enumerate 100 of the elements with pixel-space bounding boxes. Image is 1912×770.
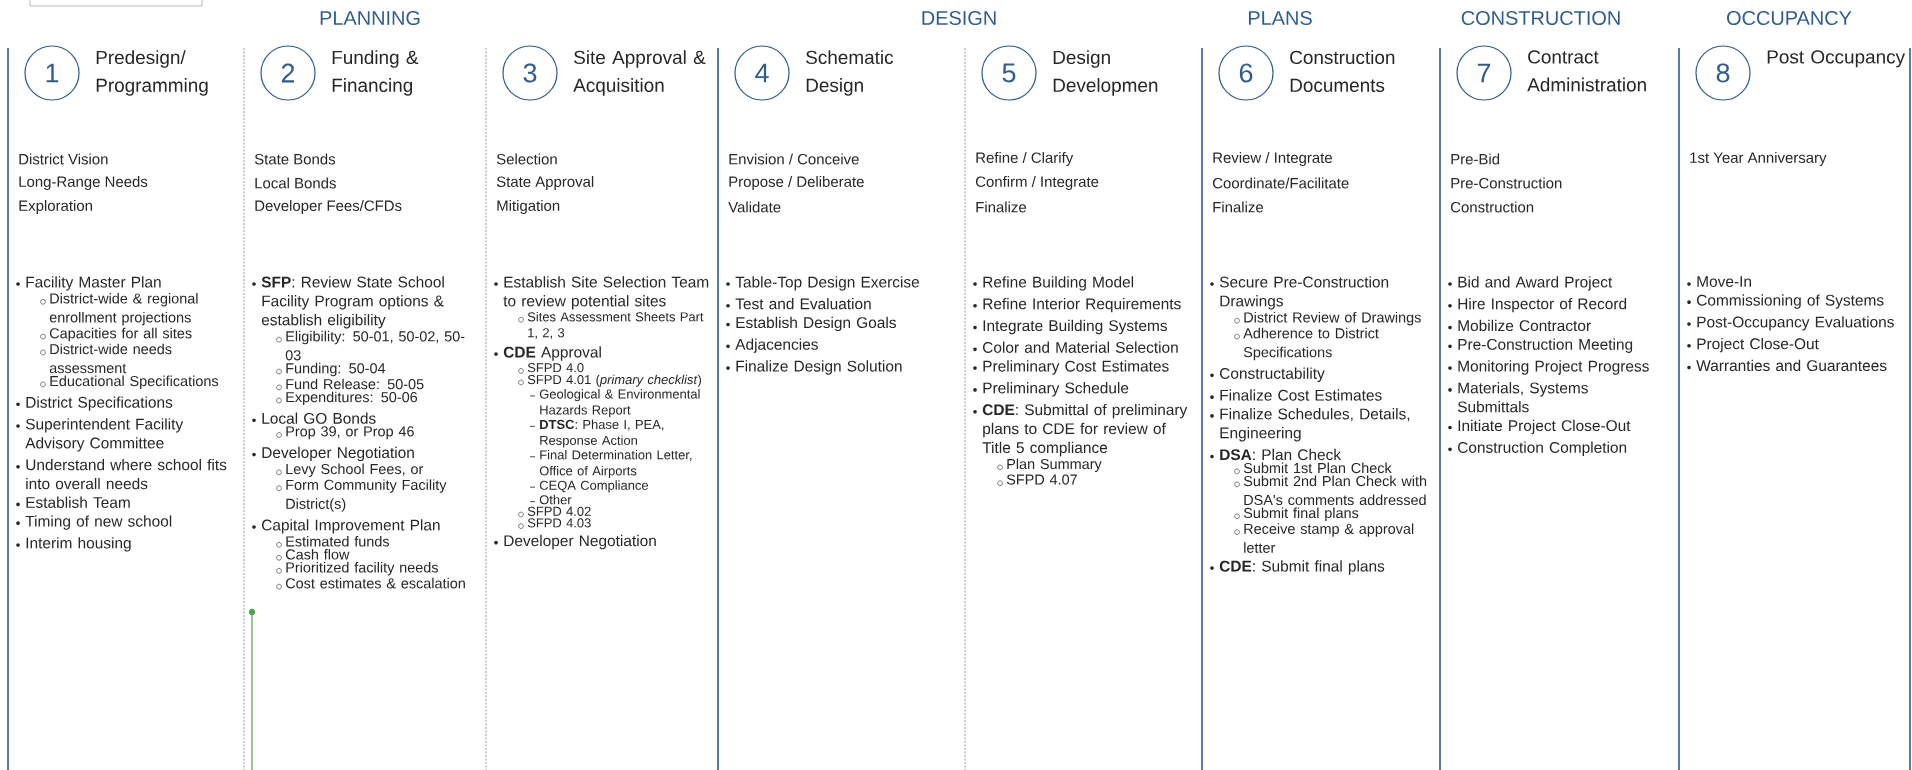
list-item: Hire Inspector of Record	[1448, 298, 1627, 313]
list-item: Facility Master Plan	[16, 276, 161, 291]
list-item: Submit final plans	[1234, 507, 1359, 521]
list-item: Educational Specifications	[40, 375, 219, 390]
activity-line: Local Bonds	[255, 177, 336, 189]
list-item: Superintendent Facility Advisory Committee	[16, 418, 184, 452]
activity-line: Confirm / Integrate	[976, 176, 1099, 190]
list-item: Prop 39, or Prop 46	[276, 426, 414, 440]
list-item: Receive stamp & approval letter	[1234, 523, 1414, 553]
list-item: Levy School Fees, or	[276, 463, 424, 477]
activity-line: Exploration	[19, 200, 92, 214]
activity-line: Finalize	[1213, 201, 1263, 213]
list-item: DSA: Plan Check	[1210, 448, 1342, 461]
list-item: Materials, Systems Submittals	[1448, 382, 1588, 413]
list-item: Cost estimates & escalation	[276, 577, 465, 590]
list-item: Capacities for all sites	[40, 327, 192, 342]
list-item: Refine Building Model	[973, 276, 1134, 291]
activity-line: Construction	[1450, 201, 1534, 213]
list-item: Monitoring Project Progress	[1448, 360, 1649, 375]
activity-line: Coordinate/Facilitate	[1212, 177, 1349, 189]
list-item: SFPD 4.0	[518, 363, 584, 374]
list-item: Preliminary Cost Estimates	[973, 360, 1169, 375]
list-item: Finalize Design Solution	[726, 360, 902, 375]
list-item: Adherence to District Specifications	[1234, 327, 1379, 361]
list-item: Adjacencies	[726, 338, 818, 353]
step-title: Schematic Design	[806, 50, 894, 96]
step-title: Site Approval & Acquisition	[573, 50, 706, 96]
activity-line: Pre-Construction	[1451, 177, 1562, 189]
list-item: Other	[529, 494, 572, 505]
list-item: Move-In	[1687, 276, 1751, 287]
activity-line: State Bonds	[254, 153, 336, 165]
list-item: Developer Negotiation	[252, 446, 414, 462]
list-item: Submit 2nd Plan Check with DSA's comments addressed	[1234, 475, 1427, 506]
list-item: SFPD 4.07	[997, 474, 1077, 486]
list-item: Test and Evaluation	[726, 298, 871, 310]
list-item: Capital Improvement Plan	[252, 519, 440, 534]
list-item: Project Close-Out	[1687, 337, 1819, 353]
activity-line: Long-Range Needs	[19, 176, 148, 190]
activity-line: Mitigation	[497, 200, 560, 214]
list-item: Timing of new school	[16, 515, 172, 530]
list-item: Initiate Project Close-Out	[1448, 419, 1631, 435]
list-item: SFP: Review State School Facility Program options & establish eligibility	[252, 276, 444, 329]
list-item: Secure Pre-Construction Drawings	[1210, 276, 1389, 310]
activity-line: Propose / Deliberate	[729, 176, 864, 190]
list-item: Final Determination Letter, Office of Airports	[529, 449, 692, 478]
list-item: Mobilize Contractor	[1448, 319, 1591, 332]
list-item: SFPD 4.01 (primary checklist)	[518, 374, 701, 387]
step-title: Post Occupancy	[1767, 50, 1906, 68]
list-item: Table-Top Design Exercise	[726, 276, 919, 291]
list-item: Construction Completion	[1448, 441, 1627, 456]
list-item: Interim housing	[16, 537, 131, 552]
list-item: District Review of Drawings	[1234, 311, 1421, 326]
list-item: District Specifications	[16, 396, 173, 411]
list-item: Developer Negotiation	[494, 534, 656, 550]
list-item: Local GO Bonds	[252, 412, 376, 424]
activity-line: 1st Year Anniversary	[1690, 152, 1827, 166]
step-title: Funding & Financing	[332, 50, 419, 96]
list-item: Establish Site Selection Team to review potential sites	[494, 276, 709, 310]
list-item: Geological & Environmental Hazards Report	[529, 389, 700, 418]
list-item: Integrate Building Systems	[973, 319, 1167, 335]
list-item: CDE: Submittal of preliminary plans to CDE for review of Title 5 compliance	[973, 403, 1188, 457]
step-title: Construction Documents	[1290, 50, 1395, 92]
activity-line: Refine / Clarify	[976, 152, 1074, 166]
list-item: Prioritized facility needs	[276, 562, 438, 576]
list-item: Funding: 50-04	[276, 362, 386, 377]
list-item: Preliminary Schedule	[973, 382, 1129, 397]
activity-line: Pre-Bid	[1451, 153, 1500, 165]
list-item: SFPD 4.03	[518, 518, 591, 529]
list-item: DTSC: Phase I, PEA, Response Action	[529, 419, 664, 448]
list-item: Establish Team	[16, 496, 130, 508]
list-item: District-wide & regional enrollment projections	[40, 293, 198, 326]
list-item: Estimated funds	[276, 535, 390, 548]
list-item: CEQA Compliance	[529, 480, 648, 493]
activity-line: Validate	[728, 201, 781, 213]
step-title: Predesign/ Programming	[96, 50, 208, 96]
list-item: Constructability	[1210, 367, 1325, 382]
step-title: Contract Administration	[1527, 50, 1646, 92]
list-item: Submit 1st Plan Check	[1234, 462, 1392, 475]
list-item: Finalize Cost Estimates	[1210, 389, 1382, 401]
list-item: Form Community Facility District(s)	[276, 479, 447, 512]
list-item: Finalize Schedules, Details, Engineering	[1210, 408, 1410, 442]
list-item: Plan Summary	[997, 458, 1102, 472]
list-item: CDE Approval	[494, 346, 601, 361]
list-item: Color and Material Selection	[973, 341, 1178, 353]
list-item: Refine Interior Requirements	[973, 298, 1181, 313]
activity-line: State Approval	[496, 176, 594, 190]
activity-line: Developer Fees/CFDs	[255, 200, 402, 214]
list-item: Fund Release: 50-05	[276, 378, 424, 391]
list-item: Eligibility: 50-01, 50-02, 50-03	[276, 330, 465, 361]
list-item: CDE: Submit final plans	[1210, 560, 1385, 575]
activity-line: Review / Integrate	[1213, 152, 1332, 166]
activity-line: Finalize	[976, 201, 1026, 213]
step-title: Design Developmen	[1053, 50, 1158, 96]
list-item: Sites Assessment Sheets Part 1, 2, 3	[518, 311, 704, 339]
list-item: Post-Occupancy Evaluations	[1687, 316, 1894, 331]
list-item: Understand where school fits into overall needs	[16, 458, 227, 490]
list-item: Expenditures: 50-06	[276, 391, 418, 406]
list-item: Pre-Construction Meeting	[1448, 338, 1633, 353]
list-item: Warranties and Guarantees	[1687, 359, 1887, 372]
list-item: Commissioning of Systems	[1687, 294, 1884, 309]
